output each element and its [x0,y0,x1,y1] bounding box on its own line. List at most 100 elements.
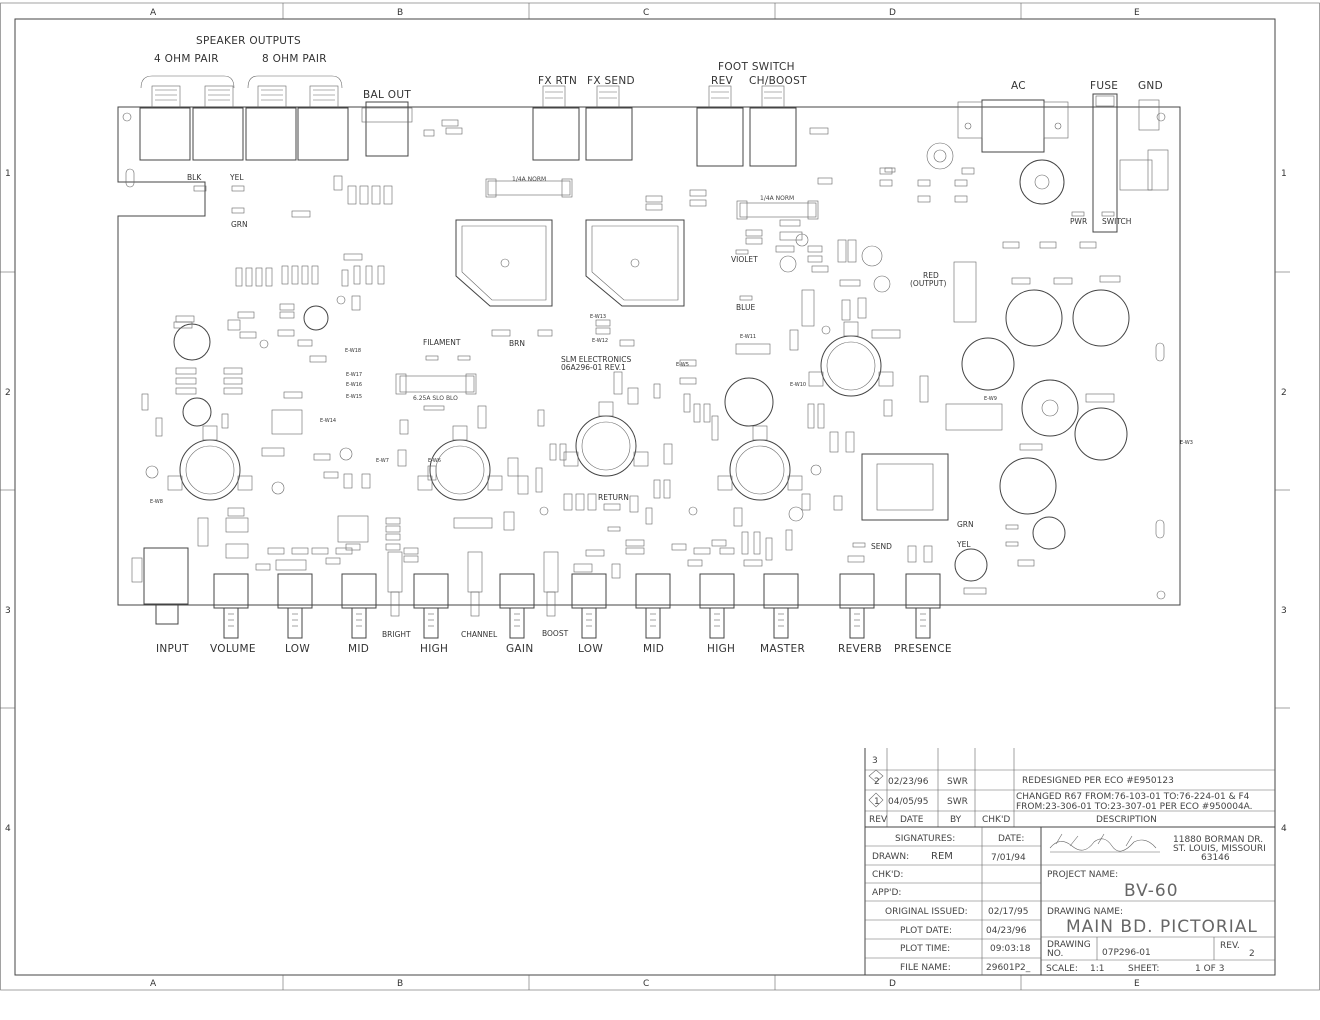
tube-sockets [167,321,894,501]
zone-col-c-bottom: C [643,979,649,989]
zone-row-3-left: 3 [5,606,11,616]
original-issued-label: ORIGINAL ISSUED: [885,907,968,917]
zone-col-d-top: D [889,8,896,18]
rev-header-date: DATE [900,815,924,825]
pcb-outline [117,106,1181,606]
red-label: RED [923,271,939,280]
svg-text:E-W12: E-W12 [592,338,608,344]
file-name-label: FILE NAME: [900,963,951,973]
control-presence: PRESENCE [894,643,952,655]
ac-label: AC [1011,80,1026,92]
bright-label: BRIGHT [382,630,411,639]
speaker-outputs-label: SPEAKER OUTPUTS [196,35,301,47]
drawing-no-label-2: NO. [1047,949,1063,959]
yel-label-2: YEL [956,540,971,549]
output-label: (OUTPUT) [910,279,946,288]
grn-label-2: GRN [957,520,974,529]
rev-1-number: 1 [874,797,880,807]
original-issued-value: 02/17/95 [988,907,1028,917]
scale-value: 1:1 [1090,964,1104,974]
control-reverb: REVERB [838,643,882,655]
return-label: RETURN [598,493,629,502]
send-label: SEND [871,542,892,551]
drawn-label: DRAWN: [872,852,909,862]
rev-1-description-line1: CHANGED R67 FROM:76-103-01 TO:76-224-01 … [1016,792,1250,802]
slm-electronics-label: SLM ELECTRONICS [561,355,631,364]
rev-2-by: SWR [947,777,968,787]
address-line3: 63146 [1201,853,1230,863]
revision-table: 3 2 02/23/96 SWR REDESIGNED PER ECO #E95… [864,748,1275,828]
sheet-label: SHEET: [1128,964,1159,974]
scale-label: SCALE: [1046,964,1078,974]
regulators [131,149,1169,583]
heatsinks [455,219,1003,521]
fuse-f3-rating: 1/4A NORM [512,176,546,183]
title-block: SIGNATURES: DATE: DRAWN: REM 7/01/94 CHK… [864,826,1276,976]
zone-letters: A B C D E A B C D E 1 2 3 4 1 2 3 4 [5,8,1287,989]
rev-1-by: SWR [947,797,968,807]
svg-text:E-W14: E-W14 [320,418,336,424]
svg-text:E-W9: E-W9 [984,396,997,402]
zone-col-a-bottom: A [150,979,157,989]
svg-text:E-W3: E-W3 [1180,440,1193,446]
fuse-label: FUSE [1090,80,1118,92]
plot-time-label: PLOT TIME: [900,944,950,954]
boost-label: BOOST [542,629,569,638]
zone-row-3-right: 3 [1281,606,1287,616]
rev-2-description: REDESIGNED PER ECO #E950123 [1022,776,1174,786]
rev-header-chkd: CHK'D [982,815,1010,825]
yel-label: YEL [229,173,244,182]
zone-col-a-top: A [150,8,157,18]
company-logo [1049,833,1160,853]
plot-time-value: 09:03:18 [990,944,1031,954]
zone-row-4-left: 4 [5,824,11,834]
zone-col-e-top: E [1134,8,1140,18]
blue-label: BLUE [736,303,755,312]
output-jacks [139,85,1160,233]
eight-ohm-pair-label: 8 OHM PAIR [262,53,327,65]
project-name-label: PROJECT NAME: [1047,870,1118,880]
control-low-1: LOW [285,643,310,655]
ch-boost-label: CH/BOOST [749,75,807,87]
address-line2: ST. LOUIS, MISSOURI [1173,844,1266,854]
drawn-value: REM [931,851,953,862]
rev-value-tb: 2 [1249,949,1255,959]
rev-1-description-line2: FROM:23-306-01 TO:23-307-01 PER ECO #950… [1016,802,1253,812]
fuse-f2-rating: 1/4A NORM [760,195,794,202]
drawing-no: 07P296-01 [1102,948,1151,958]
control-high-1: HIGH [420,643,448,655]
pwr-label: PWR [1070,217,1087,226]
zone-col-b-top: B [397,8,403,18]
fuses: 1/4A NORM 1/4A NORM 6.25A SLO BLO [395,176,819,402]
control-mid-1: MID [348,643,369,655]
sheet-value: 1 OF 3 [1195,964,1224,974]
control-volume: VOLUME [210,643,256,655]
zone-col-b-bottom: B [397,979,403,989]
drawn-date: 7/01/94 [991,853,1026,863]
control-input: INPUT [156,643,189,655]
foot-switch-label: FOOT SWITCH [718,61,795,73]
rev-header-by: BY [950,815,962,825]
svg-text:E-W18: E-W18 [345,348,361,354]
svg-text:E-W13: E-W13 [590,314,606,320]
drawing-no-label-1: DRAWING [1047,940,1091,950]
rev-1-date: 04/05/95 [888,797,928,807]
control-gain: GAIN [506,643,533,655]
fuse-f4-rating: 6.25A SLO BLO [413,395,458,402]
rev-2-number: 2 [874,777,880,787]
switch-label: SWITCH [1102,217,1131,226]
control-high-2: HIGH [707,643,735,655]
rev-2-date: 02/23/96 [888,777,929,787]
channel-label: CHANNEL [461,630,498,639]
rev-header-description: DESCRIPTION [1096,815,1157,825]
zone-col-d-bottom: D [889,979,896,989]
gnd-label: GND [1138,80,1163,92]
rev-table-number: 3 [872,756,878,766]
zone-col-c-top: C [643,8,649,18]
rev-label: REV [711,75,734,87]
rev-header-rev: REV [869,815,888,825]
board-rev-label: 06A296-01 REV.1 [561,363,626,372]
signatures-label: SIGNATURES: [895,834,955,844]
control-labels: INPUT VOLUME LOW MID HIGH GAIN LOW MID H… [156,643,952,655]
svg-text:E-W17: E-W17 [346,372,362,378]
